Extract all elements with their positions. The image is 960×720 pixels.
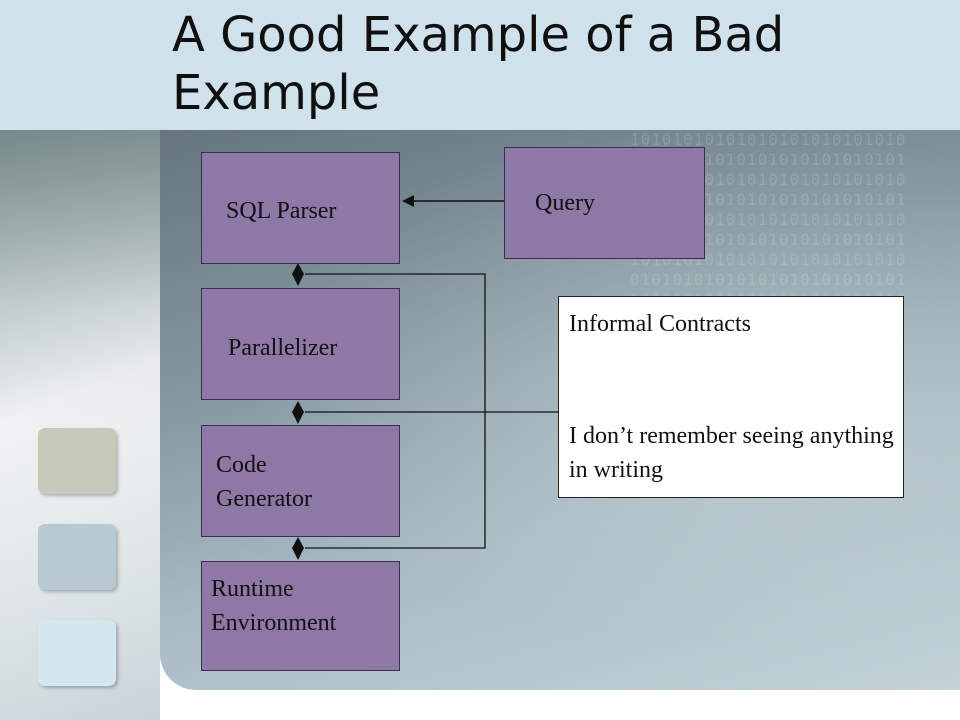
decorative-square-blue [38, 524, 116, 590]
code-generator-label: Code Generator [216, 452, 312, 512]
slide-title: A Good Example of a Bad Example [172, 7, 785, 121]
interface-diamond-1 [292, 263, 304, 286]
query-label: Query [535, 190, 595, 216]
parallelizer-label: Parallelizer [228, 335, 338, 361]
query-box: Query [504, 147, 705, 259]
note-heading: Informal Contracts [569, 311, 751, 337]
sql-parser-box: SQL Parser [201, 152, 400, 264]
interface-loop-line [305, 273, 486, 549]
sql-parser-label: SQL Parser [226, 198, 337, 224]
query-arrowhead [402, 195, 414, 207]
interface-diamond-3 [292, 537, 304, 560]
parallelizer-box: Parallelizer [201, 288, 400, 400]
decorative-square-light-blue [38, 620, 116, 686]
runtime-environment-box: Runtime Environment [201, 561, 400, 671]
title-band [0, 0, 960, 130]
code-generator-box: Code Generator [201, 425, 400, 537]
left-decorative-strip [0, 130, 160, 720]
interface-diamond-2 [292, 401, 304, 424]
note-body: I don’t remember seeing anything in writ… [569, 423, 894, 483]
runtime-environment-label: Runtime Environment [211, 576, 337, 636]
decorative-square-green [38, 428, 116, 494]
informal-contracts-note: Informal Contracts I don’t remember seei… [558, 296, 904, 498]
